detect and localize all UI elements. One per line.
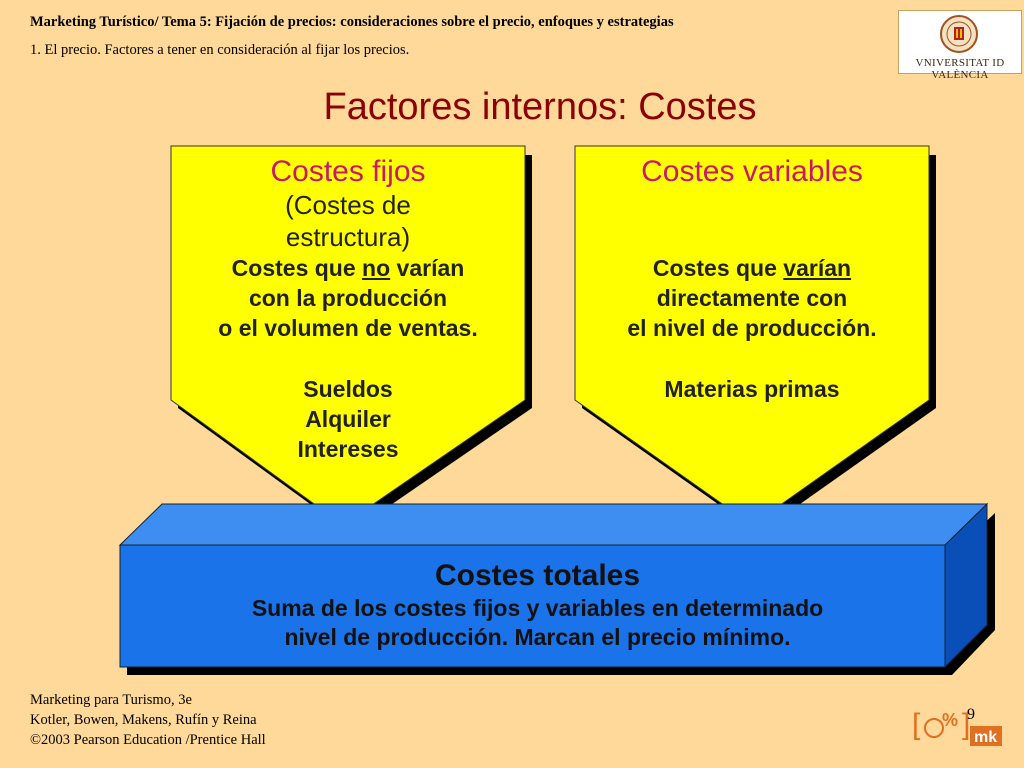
variable-costs-example-1: Materias primas xyxy=(664,376,840,402)
footer-book-title: Marketing para Turismo, 3e xyxy=(30,692,192,708)
fixed-costs-sub1: (Costes de xyxy=(285,190,411,220)
fixed-costs-desc1: Costes que no varían xyxy=(231,255,465,281)
total-costs-box-top xyxy=(118,503,989,546)
svg-text:[: [ xyxy=(912,708,921,741)
total-costs-box-front xyxy=(119,544,946,668)
variable-costs-arrow xyxy=(574,145,930,526)
fixed-costs-emphasis: no xyxy=(362,255,391,281)
header-section-title: 1. El precio. Factores a tener en consid… xyxy=(30,42,410,58)
fixed-costs-arrow xyxy=(170,145,526,526)
slide-title: Factores internos: Costes xyxy=(323,86,757,128)
fixed-costs-example-2: Alquiler xyxy=(305,406,391,432)
variable-costs-desc3: el nivel de producción. xyxy=(627,315,877,341)
total-costs-text: Costes totales Suma de los costes fijos … xyxy=(120,558,955,652)
variable-costs-desc1: Costes que varían xyxy=(652,255,852,281)
total-costs-line1: Suma de los costes fijos y variables en … xyxy=(251,595,824,621)
footer-authors: Kotler, Bowen, Makens, Rufín y Reina xyxy=(30,712,257,728)
fixed-costs-text: Costes fijos (Costes de estructura) Cost… xyxy=(171,155,525,464)
header-course-title: Marketing Turístico/ Tema 5: Fijación de… xyxy=(30,14,674,30)
footer-copyright: ©2003 Pearson Education /Prentice Hall xyxy=(30,732,266,748)
fixed-costs-example-1: Sueldos xyxy=(303,376,393,402)
svg-text:mk: mk xyxy=(974,729,997,746)
variable-costs-heading: Costes variables xyxy=(641,155,863,188)
variable-costs-emphasis: varían xyxy=(783,255,852,281)
footer-credits: Marketing para Turismo, 3e Kotler, Bowen… xyxy=(30,690,266,750)
variable-costs-text: Costes variables Costes que varían direc… xyxy=(575,155,929,404)
total-costs-line2: nivel de producción. Marcan el precio mí… xyxy=(284,624,791,650)
fixed-costs-example-3: Intereses xyxy=(297,436,399,462)
logo-text: VNIVERSITAT ID VALÈNCIA xyxy=(915,57,1005,81)
university-logo: VNIVERSITAT ID VALÈNCIA xyxy=(898,10,1022,81)
fixed-costs-desc2: con la producción xyxy=(248,285,448,311)
variable-costs-desc2: directamente con xyxy=(656,285,848,311)
mk-logo-icon: [ % ] mk xyxy=(912,708,1002,746)
svg-text:%: % xyxy=(942,710,958,730)
crest-icon xyxy=(940,15,978,53)
fixed-costs-heading: Costes fijos xyxy=(270,155,426,188)
svg-text:]: ] xyxy=(962,708,970,741)
total-costs-heading: Costes totales xyxy=(434,559,641,592)
page-number: 9 xyxy=(967,706,975,723)
fixed-costs-desc3: o el volumen de ventas. xyxy=(218,315,478,341)
fixed-costs-sub2: estructura) xyxy=(285,222,411,252)
